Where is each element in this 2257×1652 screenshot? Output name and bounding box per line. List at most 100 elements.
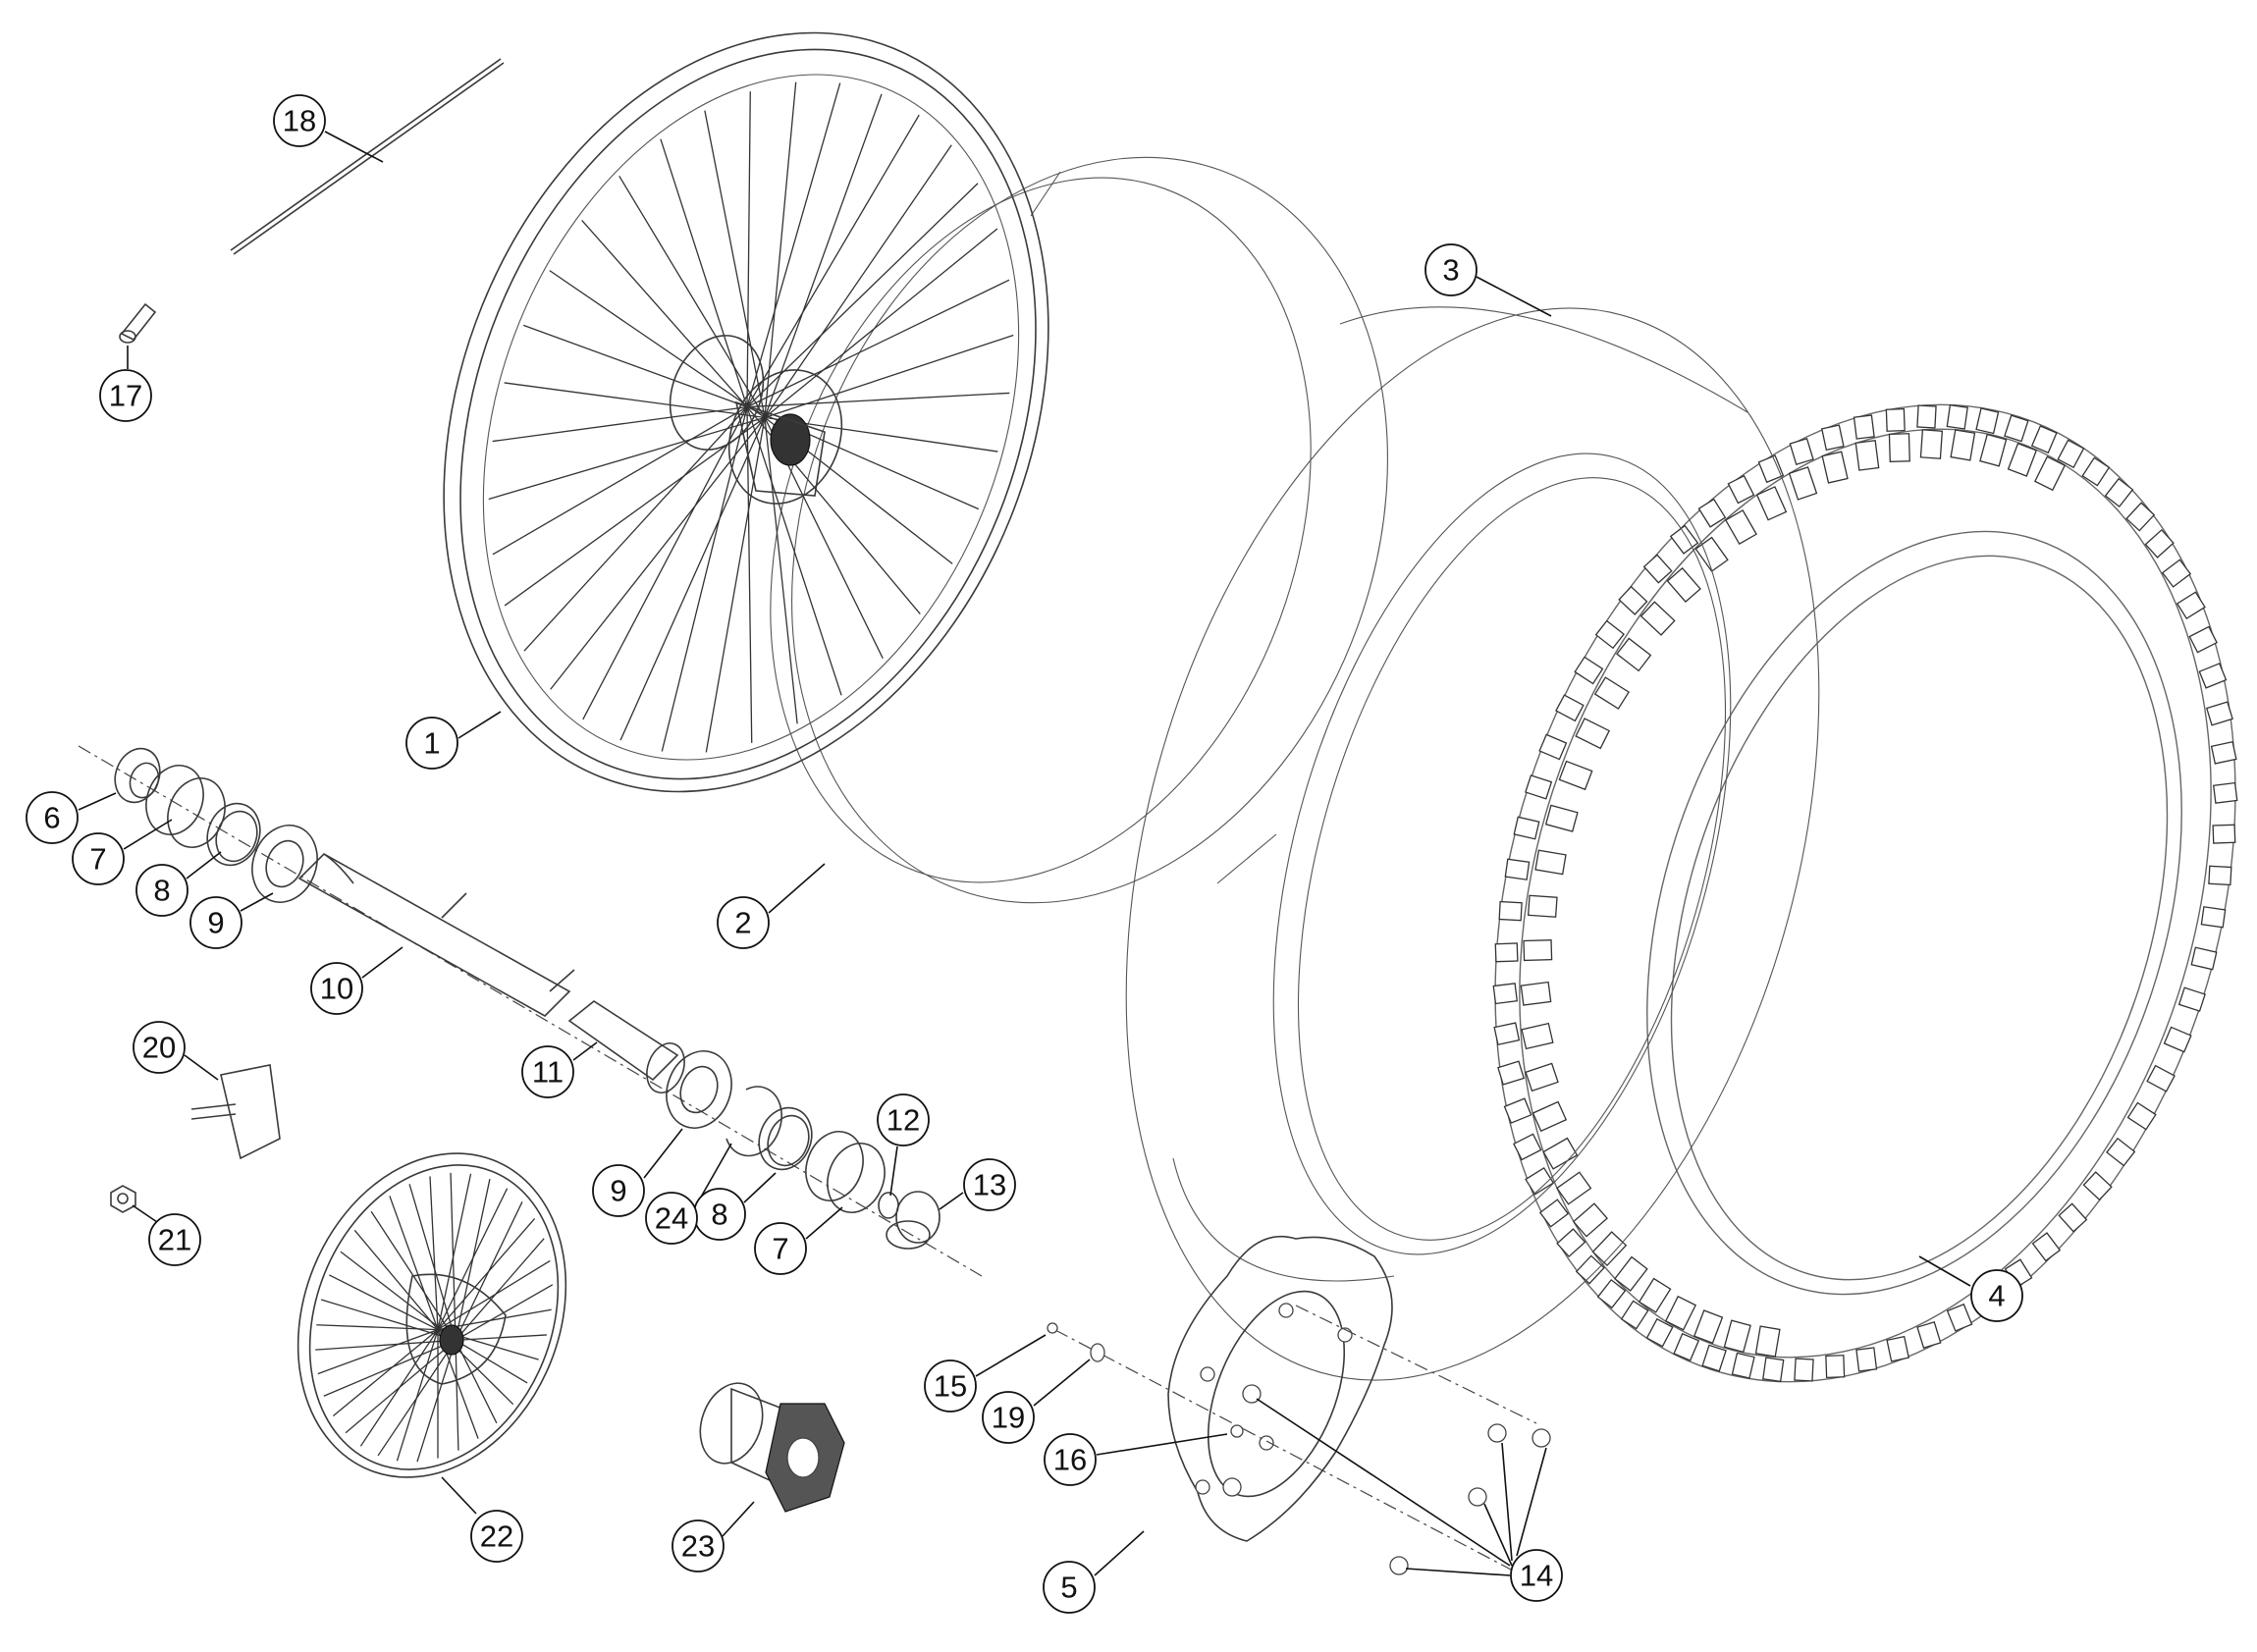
spoke-line — [437, 1259, 551, 1331]
callout-c7a: 7 — [72, 832, 125, 885]
tire-knob — [1534, 849, 1567, 876]
callout-circle — [310, 962, 363, 1015]
spoke-line — [764, 81, 797, 418]
tire-knob — [2188, 625, 2218, 654]
callout-number: 5 — [1060, 1571, 1077, 1605]
callout-c3: 3 — [1424, 243, 1478, 296]
tire-knob — [1513, 816, 1540, 840]
callout-c9b: 9 — [592, 1164, 645, 1217]
tire-part-4 — [1492, 403, 2238, 1383]
spoke-line — [437, 1188, 509, 1330]
tire-knob — [2144, 528, 2175, 559]
callout-c19: 19 — [982, 1391, 1035, 1444]
spoke-line — [345, 1339, 457, 1434]
callout-number: 4 — [1988, 1279, 2005, 1313]
leader-line-c19 — [1033, 1359, 1091, 1407]
tire-knob — [1916, 1321, 1942, 1349]
spoke-line — [746, 91, 751, 407]
tire-knob — [1788, 466, 1818, 501]
leader-line-c18 — [324, 131, 384, 163]
tire-knob — [1946, 1303, 1973, 1332]
tire-knob — [1498, 900, 1523, 922]
leader-line-c20 — [184, 1054, 219, 1081]
spoke-line — [396, 1329, 439, 1462]
tire-knob — [1854, 440, 1880, 471]
tire-knob — [1821, 451, 1849, 484]
tire-knob — [1886, 1335, 1910, 1362]
spoke-line — [332, 1329, 439, 1417]
leader-line-c7b — [805, 1206, 843, 1240]
spoke-part-18 — [230, 58, 505, 255]
tire-knob — [2208, 865, 2232, 886]
leader-line-c14 — [1483, 1503, 1513, 1567]
inner-tube-part-3 — [1125, 306, 1820, 1381]
leader-lines — [78, 131, 1971, 1576]
tire-knob — [1820, 424, 1845, 452]
spoke-line — [504, 382, 766, 419]
tire-knob — [1975, 407, 2000, 435]
tire-knob — [2033, 455, 2067, 492]
spoked-wheel-part-1 — [443, 31, 1049, 793]
spoke-line — [437, 1218, 536, 1331]
spoke-line — [618, 175, 766, 418]
tire-knob — [1825, 1355, 1846, 1379]
tire-knob — [1616, 637, 1652, 672]
tire-knob — [1591, 1231, 1628, 1267]
callout-number: 3 — [1442, 253, 1459, 288]
leader-line-c22 — [441, 1476, 477, 1515]
tire-knob — [1666, 566, 1701, 603]
callout-circle — [672, 1519, 725, 1572]
wheel22-spokes — [315, 1172, 554, 1463]
callout-c18: 18 — [273, 94, 326, 147]
callout-circle — [189, 896, 242, 949]
tire-knob — [1520, 981, 1552, 1006]
tire-knob — [1538, 1199, 1570, 1228]
tire-knob — [1492, 983, 1519, 1005]
tire-knob — [2163, 1026, 2192, 1053]
tire-knob — [1673, 1332, 1700, 1361]
leader-line-c21 — [132, 1204, 158, 1223]
tire-knob — [2210, 740, 2237, 765]
callout-c17: 17 — [99, 369, 152, 422]
callout-c13: 13 — [963, 1158, 1016, 1211]
tire-knob — [1638, 1277, 1672, 1313]
disc-bolts-part-14 — [1054, 1305, 1551, 1581]
tire-knob — [1521, 1022, 1554, 1050]
spoke-line — [455, 1339, 528, 1384]
tire-knob — [1950, 429, 1976, 461]
spoke-line — [660, 138, 748, 407]
spoke-line — [522, 324, 748, 408]
spoke-line — [705, 417, 766, 753]
leader-line-c1 — [457, 711, 502, 739]
callout-c16: 16 — [1044, 1433, 1097, 1486]
callout-number: 22 — [480, 1519, 513, 1554]
callout-number: 12 — [887, 1103, 920, 1138]
tire-knob — [2190, 946, 2218, 971]
leader-line-c14 — [1405, 1568, 1511, 1576]
callout-circle — [645, 1192, 698, 1245]
rim-strap-part-2 — [770, 156, 1388, 904]
callout-number: 6 — [43, 801, 60, 835]
callout-c12: 12 — [877, 1093, 930, 1146]
tire-knob — [1523, 938, 1553, 962]
callout-number: 19 — [992, 1401, 1025, 1435]
tire-knob — [1503, 1097, 1532, 1124]
callout-c5: 5 — [1043, 1561, 1096, 1614]
callout-circle — [405, 717, 458, 770]
callout-circle — [1043, 1561, 1096, 1614]
complete-wheel-part-22 — [296, 1152, 567, 1478]
spoke-line — [764, 144, 952, 418]
spoke-line — [455, 1340, 498, 1424]
spoke-line — [504, 416, 766, 607]
leader-line-c12 — [889, 1146, 898, 1197]
spoke-line — [455, 1334, 547, 1342]
spoke-line — [455, 1238, 545, 1341]
leader-line-c2 — [768, 863, 826, 914]
tire-knob — [1544, 804, 1579, 832]
tire-knob — [2176, 591, 2206, 620]
callout-number: 8 — [711, 1198, 727, 1232]
tire-knob — [1789, 438, 1814, 465]
spoke-line — [455, 1340, 459, 1451]
spoke-line — [492, 406, 748, 556]
